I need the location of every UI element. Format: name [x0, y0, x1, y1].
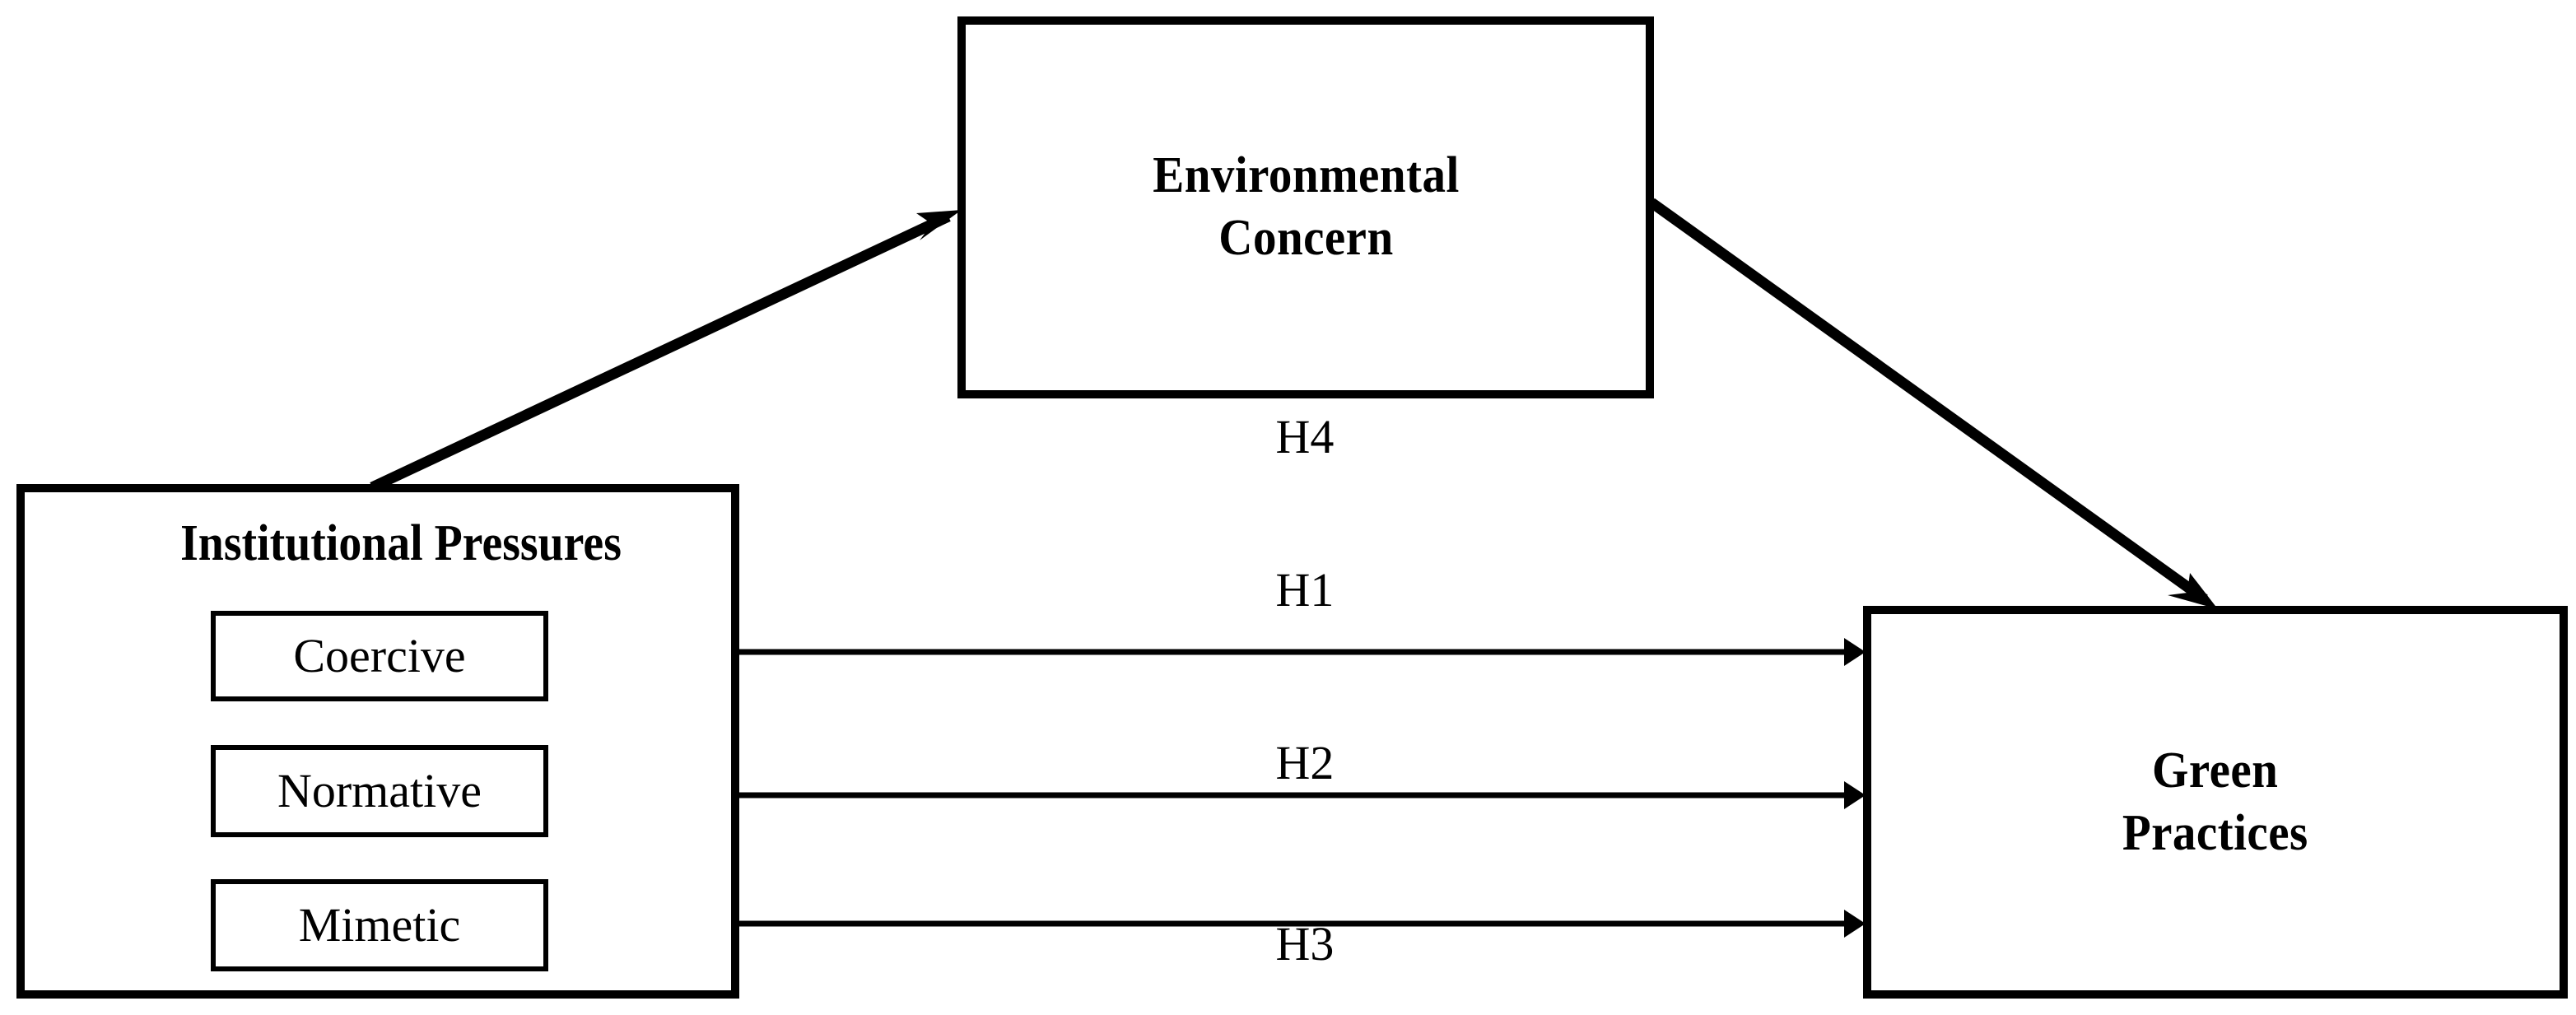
- dimension-box-mimetic[interactable]: Mimetic: [211, 879, 548, 971]
- node-environmental-concern-label: Environmental Concern: [1153, 145, 1460, 269]
- node-green-practices[interactable]: Green Practices: [1863, 606, 2568, 999]
- node-environmental-concern-label-line-2: Concern: [1218, 210, 1394, 266]
- node-institutional-pressures-title: Institutional Pressures: [180, 515, 622, 571]
- node-environmental-concern-label-line-1: Environmental: [1152, 147, 1460, 204]
- hypothesis-label-h2: H2: [1275, 736, 1335, 789]
- hypothesis-label-h3: H3: [1275, 917, 1335, 971]
- dimension-box-coercive[interactable]: Coercive: [211, 611, 548, 701]
- connector-environmental-concern-to-green-practices: [1648, 198, 2218, 609]
- hypothesis-label-h4: H4: [1275, 410, 1335, 463]
- dimension-box-normative[interactable]: Normative: [211, 745, 548, 837]
- hypothesis-label-h1: H1: [1275, 563, 1335, 617]
- connector-institutional-pressures-to-environmental-concern: [370, 210, 962, 492]
- connector-coercive-to-green-practices: [548, 638, 1866, 666]
- dimension-label-mimetic: Mimetic: [298, 898, 461, 952]
- node-green-practices-label: Green Practices: [2122, 740, 2308, 864]
- node-green-practices-label-line-1: Green: [2152, 742, 2279, 798]
- node-green-practices-label-line-2: Practices: [2122, 804, 2308, 861]
- connector-normative-to-green-practices: [548, 781, 1866, 809]
- node-environmental-concern[interactable]: Environmental Concern: [957, 16, 1654, 398]
- connector-mimetic-to-green-practices: [548, 910, 1866, 938]
- dimension-label-normative: Normative: [277, 764, 482, 817]
- dimension-label-coercive: Coercive: [293, 629, 466, 682]
